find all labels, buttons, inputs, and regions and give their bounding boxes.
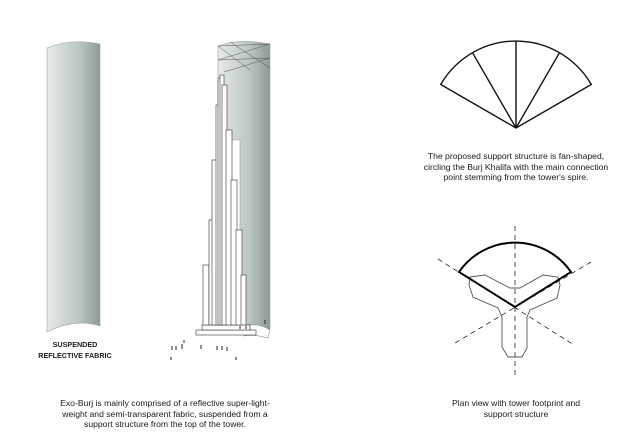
caption-line: circling the Burj Khalifa with the main … xyxy=(423,161,609,172)
caption-line: Exo-Burj is mainly comprised of a reflec… xyxy=(60,398,270,408)
fan-caption: The proposed support structure is fan-sh… xyxy=(396,151,634,183)
caption-line: point stemming from the tower's spire. xyxy=(443,172,589,182)
caption-line: support structure xyxy=(483,408,549,419)
people-figures xyxy=(170,320,266,360)
fabric-label: SUSPENDED REFLECTIVE FABRIC xyxy=(20,339,130,361)
caption-line: The proposed support structure is fan-sh… xyxy=(427,151,605,161)
caption-line: weight and semi-transparent fabric, susp… xyxy=(62,408,268,419)
fabric-label-line2: REFLECTIVE FABRIC xyxy=(38,351,112,360)
suspended-fabric-cylinder xyxy=(46,41,101,333)
burj-khalifa-tower xyxy=(195,74,257,336)
caption-line: Plan view with tower footprint and xyxy=(451,398,581,408)
caption-line: support structure from the top of the to… xyxy=(84,419,246,429)
plan-view xyxy=(437,226,592,378)
plan-caption: Plan view with tower footprint and suppo… xyxy=(396,398,634,419)
fan-support-structure xyxy=(439,40,593,129)
exo-burj-caption: Exo-Burj is mainly comprised of a reflec… xyxy=(20,398,310,430)
fabric-label-line1: SUSPENDED xyxy=(52,340,98,349)
